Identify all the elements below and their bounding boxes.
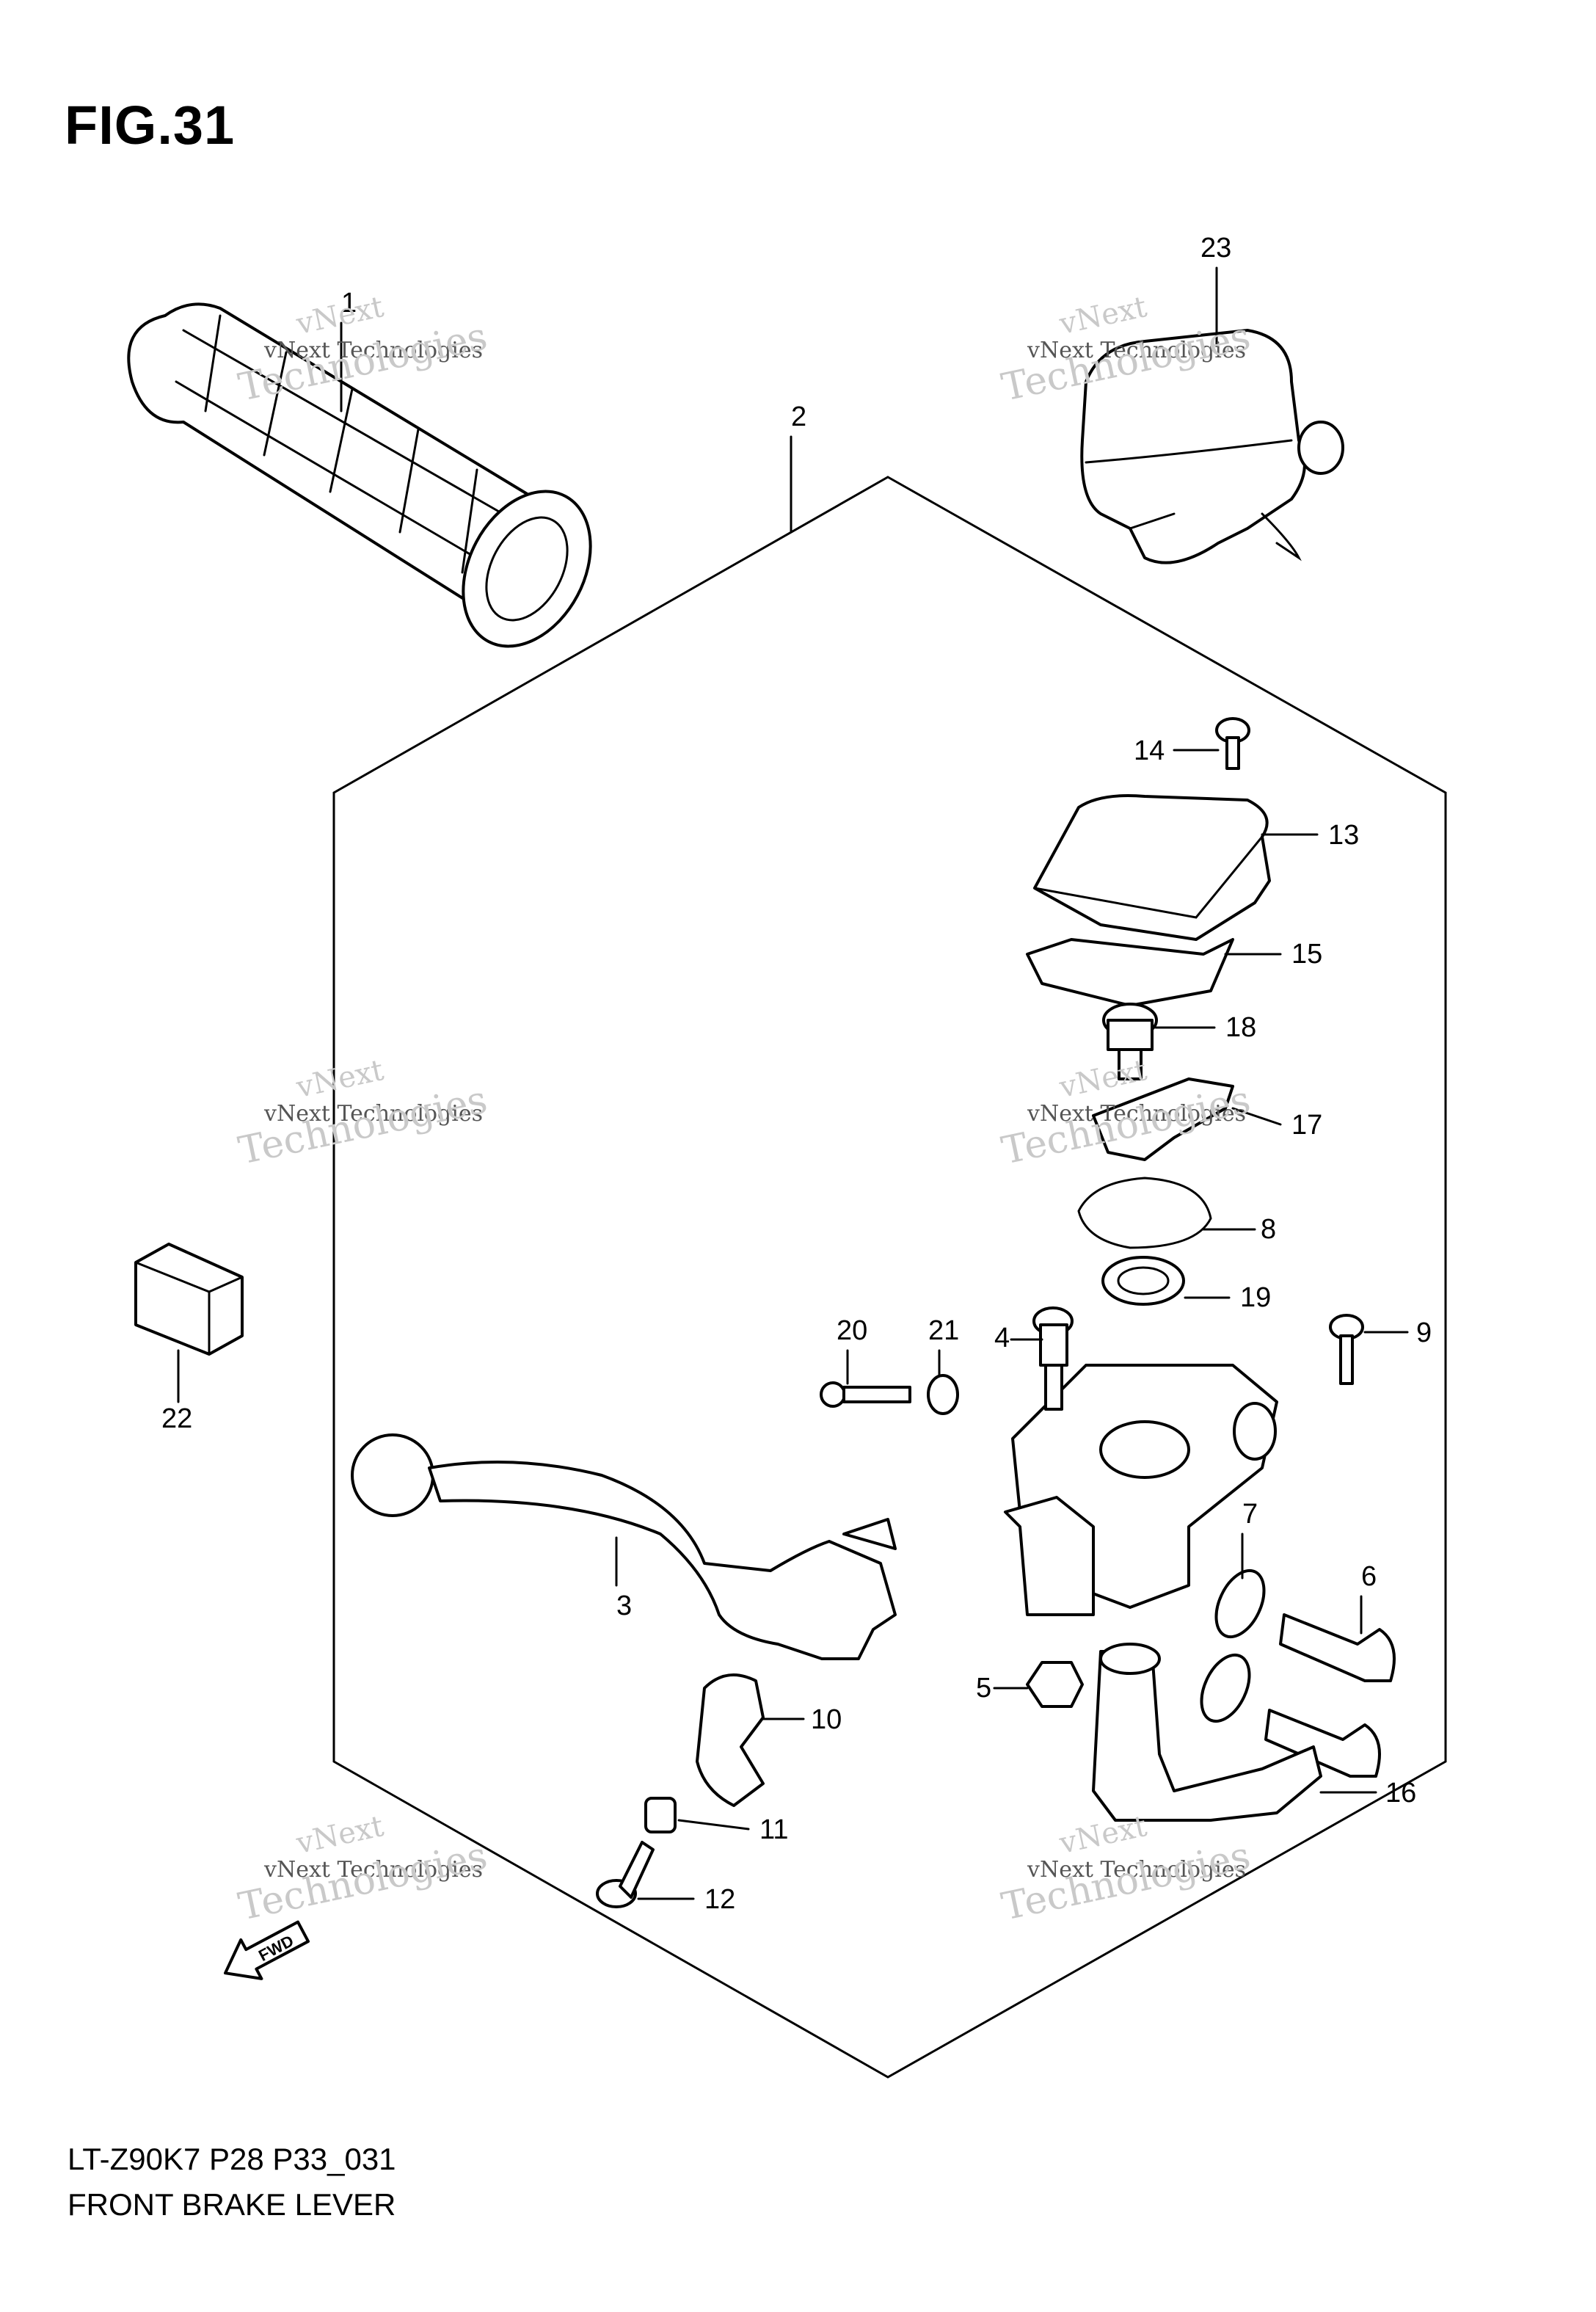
cover-screw-part	[1215, 717, 1250, 770]
callout-number-13: 13	[1328, 820, 1359, 851]
handle-grip-part	[127, 302, 592, 648]
callout-number-21: 21	[928, 1315, 959, 1346]
callout-number-15: 15	[1291, 939, 1322, 970]
callout-number-18: 18	[1225, 1012, 1256, 1043]
callout-number-3: 3	[616, 1591, 632, 1621]
callout-number-4: 4	[994, 1323, 1010, 1353]
spring-clip-part	[1077, 1177, 1212, 1249]
cable-adjuster-part	[696, 1673, 765, 1807]
lever-cover-part	[1080, 329, 1344, 564]
callout-number-23: 23	[1200, 233, 1231, 263]
mount-bolt-part	[1032, 1306, 1074, 1411]
model-code: LT-Z90K7 P28 P33_031	[68, 2142, 396, 2176]
fwd-arrow-icon: FWD	[224, 1920, 310, 1980]
callout-number-5: 5	[976, 1673, 991, 1704]
callout-number-17: 17	[1291, 1110, 1322, 1141]
callout-number-10: 10	[811, 1704, 842, 1735]
callout-number-19: 19	[1240, 1282, 1271, 1313]
reservoir-cap-part	[1033, 794, 1271, 941]
adjuster-bolt-part	[1264, 1613, 1396, 1778]
callout-number-14: 14	[1134, 735, 1165, 766]
bracket-part	[1092, 1077, 1234, 1161]
switch-screw-part	[1329, 1314, 1364, 1385]
callout-number-1: 1	[341, 288, 357, 319]
brake-lever-part	[351, 1433, 897, 1660]
callout-number-16: 16	[1385, 1778, 1416, 1808]
bolt-part	[1102, 1003, 1158, 1080]
leader-line-11	[677, 1819, 750, 1831]
callout-number-9: 9	[1416, 1317, 1432, 1348]
pivot-nut-part	[927, 1374, 959, 1415]
callout-number-7: 7	[1242, 1499, 1258, 1530]
figure-caption: FRONT BRAKE LEVER	[68, 2187, 396, 2222]
leader-line-17	[1231, 1107, 1282, 1126]
star-washer-part	[1200, 1568, 1266, 1723]
callout-number-11: 11	[759, 1814, 788, 1845]
lever-nut-part	[1026, 1661, 1084, 1708]
switch-lever-part	[1092, 1643, 1322, 1822]
collar-part	[644, 1797, 677, 1833]
figure-title: FIG.31	[65, 95, 236, 156]
diaphragm-part	[1026, 938, 1234, 1007]
callout-number-22: 22	[161, 1403, 192, 1434]
seal-ring-part	[1101, 1256, 1185, 1306]
callout-number-20: 20	[837, 1315, 867, 1346]
pivot-bolt-part	[820, 1381, 911, 1408]
label-block-part	[134, 1243, 244, 1356]
master-cylinder-body-part	[1004, 1364, 1278, 1616]
assembly-boundary	[332, 476, 1447, 2079]
callout-number-8: 8	[1261, 1214, 1276, 1245]
lever-bolt-part	[596, 1841, 655, 1908]
callout-number-12: 12	[704, 1884, 735, 1915]
callout-number-2: 2	[791, 401, 806, 432]
callout-number-6: 6	[1361, 1561, 1377, 1592]
